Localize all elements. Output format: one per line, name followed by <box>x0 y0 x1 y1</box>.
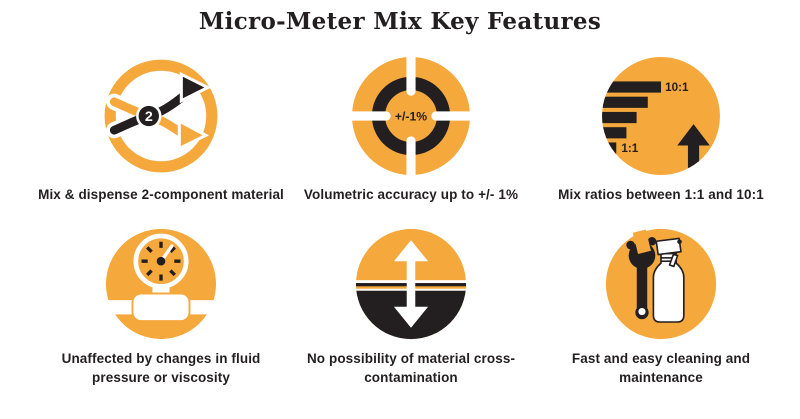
crosshair-accuracy-icon: +/-1% <box>345 50 477 182</box>
ratio-max-label: 10:1 <box>665 81 689 94</box>
wrench-icon <box>626 229 657 320</box>
feature-caption: Mix ratios between 1:1 and 10:1 <box>558 187 764 202</box>
component-count-badge: 2 <box>145 109 153 125</box>
features-grid: 2 Mix & dispense 2-component material +/… <box>0 50 800 388</box>
feature-caption: Volumetric accuracy up to +/- 1% <box>303 187 519 202</box>
spray-bottle-icon <box>652 237 685 323</box>
feature-caption: Mix & dispense 2-component material <box>38 187 284 202</box>
feature-mix-ratios: 10:1 1:1 Mix ratios between 1:1 and 10:1 <box>536 55 786 205</box>
accuracy-value-label: +/-1% <box>395 110 427 124</box>
feature-caption: No possibility of material cross- contam… <box>306 350 516 385</box>
feature-pressure-viscosity: Unaffected by changes in fluid pressure … <box>36 227 286 388</box>
ratio-bars-icon: 10:1 1:1 <box>600 55 722 177</box>
wrench-spray-bottle-icon <box>604 227 718 341</box>
feature-caption: Fast and easy cleaning and maintenance <box>571 350 751 385</box>
pressure-gauge-icon <box>94 227 228 341</box>
feature-volumetric-accuracy: +/-1% Volumetric accuracy up to +/- 1% <box>286 50 536 205</box>
page-title: Micro-Meter Mix Key Features <box>198 8 602 35</box>
double-arrow-separation-icon <box>354 227 468 341</box>
feature-caption: Unaffected by changes in fluid pressure … <box>61 350 261 385</box>
ratio-min-label: 1:1 <box>621 142 638 155</box>
feature-no-cross-contamination: No possibility of material cross- contam… <box>286 227 536 388</box>
feature-easy-cleaning: Fast and easy cleaning and maintenance <box>536 227 786 388</box>
feature-mix-dispense: 2 Mix & dispense 2-component material <box>36 55 286 205</box>
merge-arrows-icon: 2 <box>100 55 222 177</box>
